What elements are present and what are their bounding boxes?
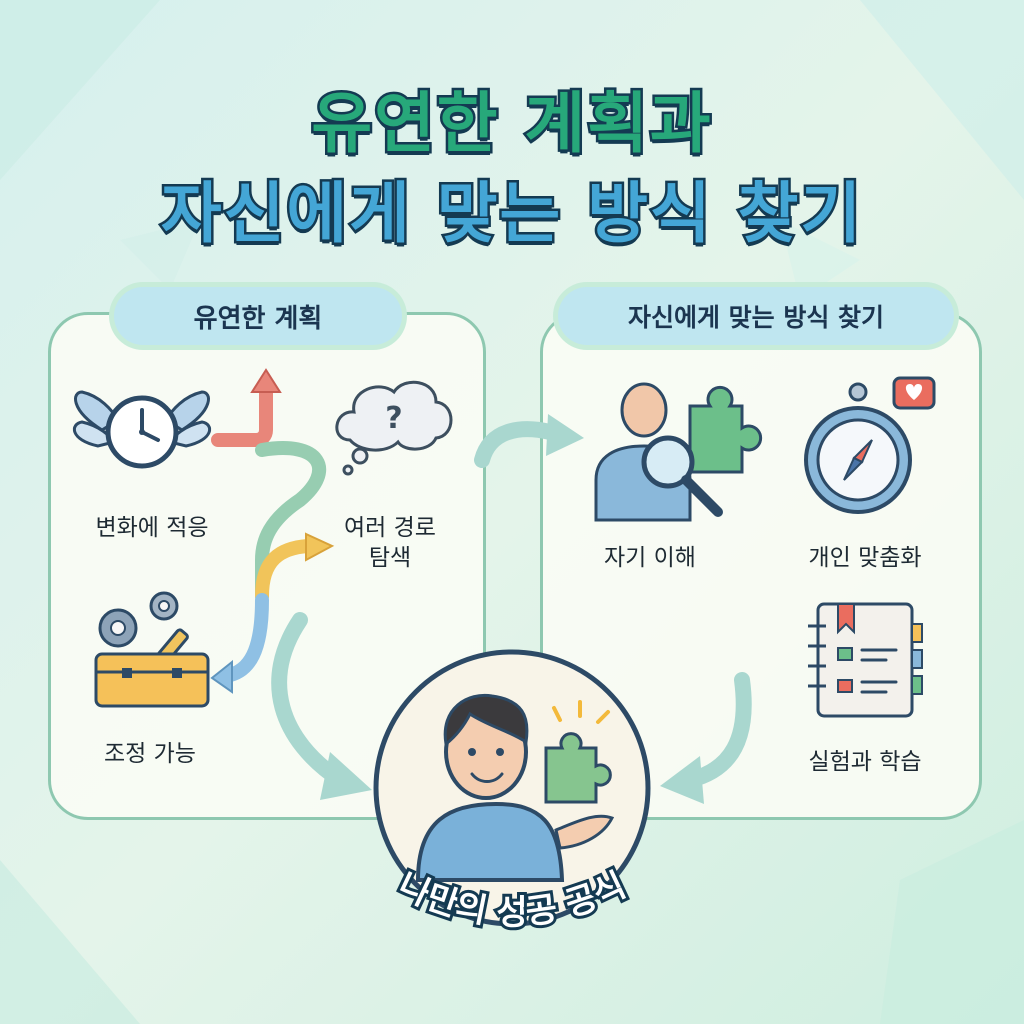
notebook-checklist-icon [808, 602, 923, 718]
connector-arrow-left-to-right [474, 414, 584, 468]
adjustable-label: 조정 가능 [104, 741, 196, 767]
experiment-and-learn-label: 실험과 학습 [808, 749, 922, 775]
person-magnifier-puzzle-icon [594, 382, 763, 522]
adapt-to-change-label: 변화에 적응 [95, 515, 209, 541]
title-line-1: 유연한 계획과 [309, 83, 713, 165]
title-line-2: 자신에게 맞는 방식 찾기 [158, 173, 864, 255]
personalization-label: 개인 맞춤화 [808, 545, 922, 571]
winding-path-arrows [210, 368, 335, 694]
compass-heart-icon [804, 376, 936, 514]
person-holding-puzzle-icon [373, 649, 651, 927]
connector-arrow-left-to-center [271, 612, 372, 800]
self-understanding-label: 자기 이해 [604, 545, 696, 571]
connector-arrow-right-to-center [660, 672, 752, 804]
find-your-way-heading: 자신에게 맞는 방식 찾기 [558, 287, 954, 345]
toolbox-gears-icon [94, 591, 210, 708]
thought-cloud-question-icon: ? [335, 380, 453, 476]
flexible-plan-heading: 유연한 계획 [114, 287, 402, 345]
explore-paths-label: 여러 경로 [344, 515, 436, 541]
svg-text:?: ? [385, 401, 402, 436]
winged-clock-icon [72, 390, 212, 469]
explore-paths-label-2: 탐색 [368, 545, 412, 571]
